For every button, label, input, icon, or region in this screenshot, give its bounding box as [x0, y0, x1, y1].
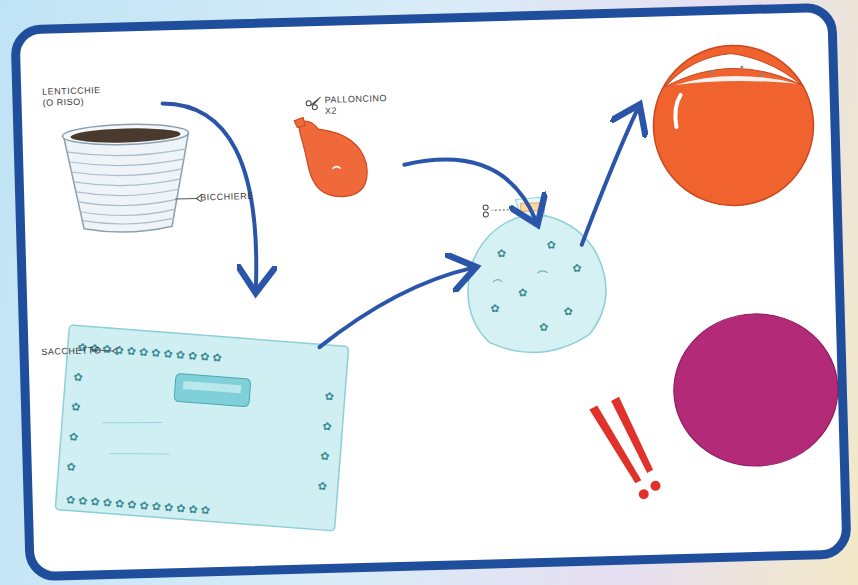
svg-text:✿ ✿ ✿ ✿ ✿ ✿ ✿ ✿ ✿ ✿ ✿ ✿: ✿ ✿ ✿ ✿ ✿ ✿ ✿ ✿ ✿ ✿ ✿ ✿: [66, 493, 211, 516]
svg-text:✿: ✿: [320, 450, 330, 463]
svg-text:✿: ✿: [490, 302, 500, 314]
svg-text:✿: ✿: [68, 430, 78, 443]
illustration: ✿ ✿ ✿ ✿ ✿ ✿ ✿ ✿ ✿ ✿ ✿ ✿ ✿ ✿ ✿ ✿ ✿ ✿ ✿ ✿ …: [10, 3, 851, 582]
svg-text:✿: ✿: [322, 420, 332, 433]
panel: ✿ ✿ ✿ ✿ ✿ ✿ ✿ ✿ ✿ ✿ ✿ ✿ ✿ ✿ ✿ ✿ ✿ ✿ ✿ ✿ …: [10, 3, 851, 582]
handwritten-label: BICCHIERE: [200, 190, 280, 203]
svg-text:✿: ✿: [66, 460, 76, 473]
svg-text:✿: ✿: [317, 480, 327, 493]
svg-text:✿: ✿: [324, 390, 334, 403]
svg-text:✿: ✿: [71, 400, 81, 413]
plastic-cup: [62, 123, 198, 234]
svg-text:✿: ✿: [547, 238, 557, 250]
handwritten-label: PALLONCINO X2: [324, 93, 387, 117]
svg-text:✿: ✿: [497, 247, 507, 259]
scissors-icon: [306, 97, 321, 110]
svg-text:✿: ✿: [518, 286, 528, 298]
svg-text:✿: ✿: [73, 370, 83, 383]
purple-ball: [672, 312, 840, 469]
flow-arrows: [163, 90, 645, 351]
svg-text:✿: ✿: [563, 305, 573, 317]
exclamation-marks: [589, 396, 661, 501]
orange-ball: [651, 43, 815, 207]
svg-text:✿: ✿: [539, 321, 549, 333]
handwritten-label: SACCHETTO: [41, 345, 121, 358]
svg-text:✿: ✿: [572, 262, 582, 274]
handwritten-label: LENTICCHIE (O RISO): [42, 85, 113, 109]
